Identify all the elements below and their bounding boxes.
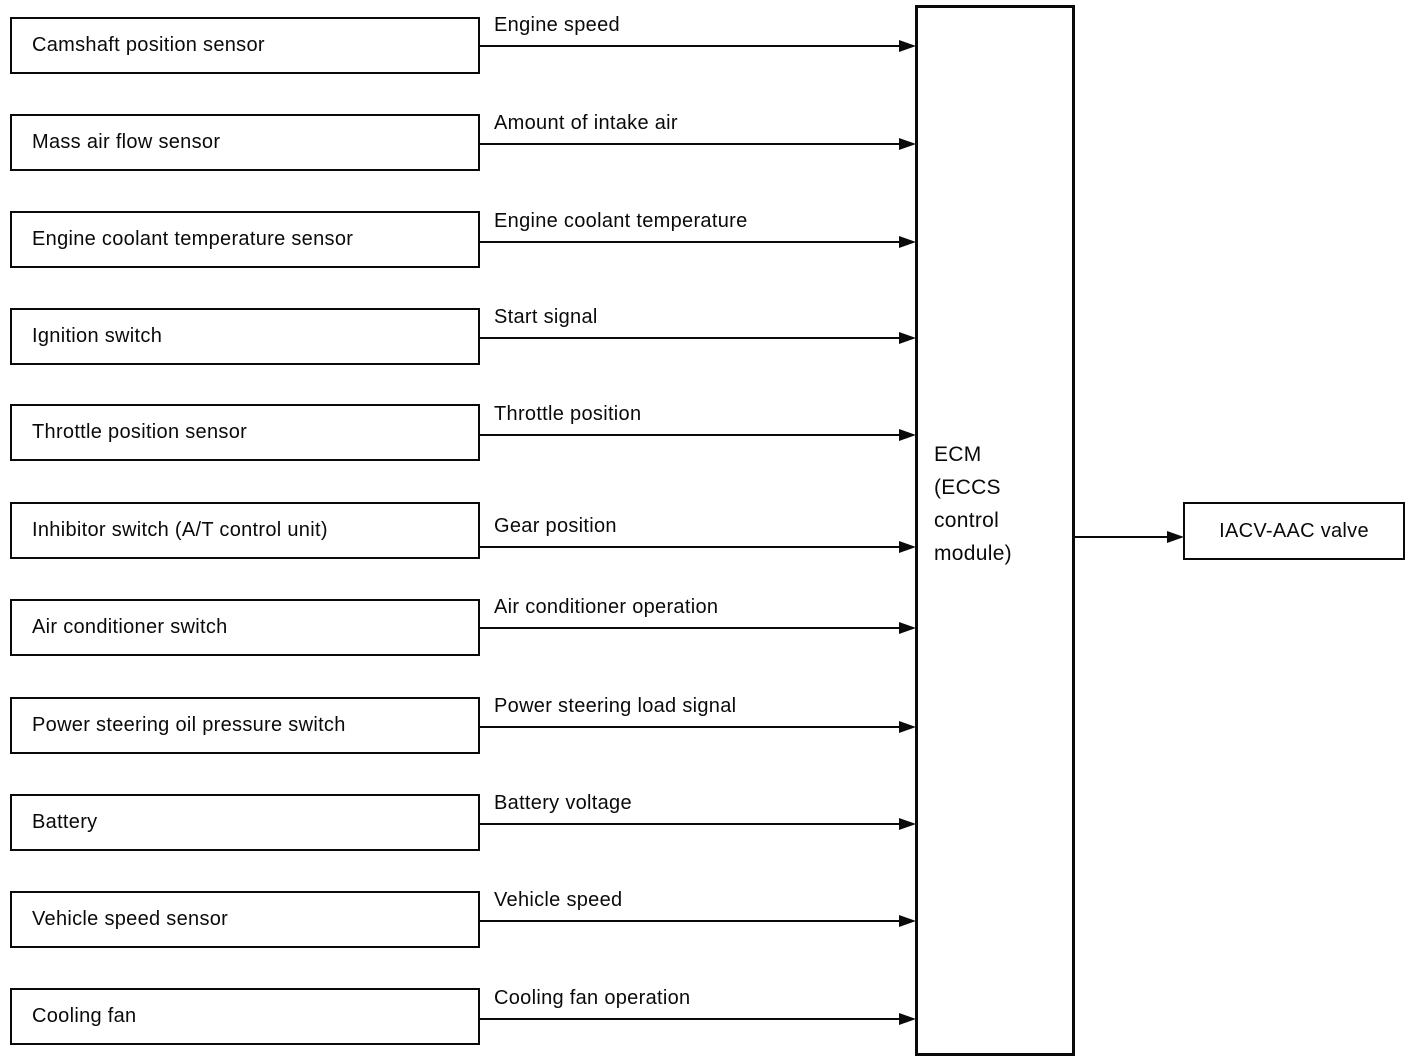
ecm-label: ECM (ECCS control module): [934, 443, 1012, 565]
signal-arrow-line: [480, 546, 900, 548]
source-box: Camshaft position sensor: [10, 17, 480, 74]
source-label: Cooling fan: [32, 1005, 137, 1027]
signal-label: Engine coolant temperature: [494, 210, 748, 232]
source-box: Power steering oil pressure switch: [10, 697, 480, 754]
signal-arrow-line: [480, 337, 900, 339]
source-label: Camshaft position sensor: [32, 34, 265, 56]
source-box: Engine coolant temperature sensor: [10, 211, 480, 268]
iacv-aac-valve-label: IACV-AAC valve: [1219, 519, 1369, 542]
signal-arrowhead-icon: [899, 818, 916, 830]
source-label: Vehicle speed sensor: [32, 908, 229, 930]
signal-arrowhead-icon: [899, 40, 916, 52]
signal-arrowhead-icon: [899, 138, 916, 150]
signal-label: Amount of intake air: [494, 112, 678, 134]
signal-arrowhead-icon: [899, 332, 916, 344]
signal-label: Engine speed: [494, 14, 620, 36]
source-box: Throttle position sensor: [10, 404, 480, 461]
signal-arrow-line: [480, 627, 900, 629]
source-box: Inhibitor switch (A/T control unit): [10, 502, 480, 559]
signal-label: Throttle position: [494, 403, 642, 425]
source-box: Ignition switch: [10, 308, 480, 365]
signal-label: Power steering load signal: [494, 695, 737, 717]
output-arrow-line: [1075, 536, 1168, 538]
signal-arrow-line: [480, 143, 900, 145]
source-box: Cooling fan: [10, 988, 480, 1045]
source-box: Battery: [10, 794, 480, 851]
signal-arrow-line: [480, 823, 900, 825]
signal-arrowhead-icon: [899, 429, 916, 441]
signal-arrowhead-icon: [899, 915, 916, 927]
signal-arrow-line: [480, 434, 900, 436]
source-label: Battery: [32, 811, 98, 833]
source-label: Air conditioner switch: [32, 616, 228, 638]
signal-arrowhead-icon: [899, 541, 916, 553]
signal-arrowhead-icon: [899, 1013, 916, 1025]
source-box: Vehicle speed sensor: [10, 891, 480, 948]
output-arrowhead-icon: [1167, 531, 1184, 543]
signal-label: Cooling fan operation: [494, 987, 691, 1009]
source-label: Power steering oil pressure switch: [32, 714, 346, 736]
source-label: Engine coolant temperature sensor: [32, 228, 354, 250]
source-label: Ignition switch: [32, 325, 163, 347]
signal-label: Gear position: [494, 515, 617, 537]
signal-arrow-line: [480, 45, 900, 47]
signal-arrowhead-icon: [899, 721, 916, 733]
signal-arrow-line: [480, 241, 900, 243]
ecm-box: ECM (ECCS control module): [915, 5, 1075, 1056]
signal-arrow-line: [480, 726, 900, 728]
signal-label: Vehicle speed: [494, 889, 623, 911]
source-label: Throttle position sensor: [32, 421, 248, 443]
signal-arrowhead-icon: [899, 236, 916, 248]
signal-arrow-line: [480, 920, 900, 922]
signal-arrowhead-icon: [899, 622, 916, 634]
signal-label: Start signal: [494, 306, 598, 328]
signal-label: Battery voltage: [494, 792, 632, 814]
signal-arrow-line: [480, 1018, 900, 1020]
iacv-aac-valve-box: IACV-AAC valve: [1183, 502, 1405, 560]
source-label: Mass air flow sensor: [32, 131, 221, 153]
source-box: Mass air flow sensor: [10, 114, 480, 171]
source-box: Air conditioner switch: [10, 599, 480, 656]
source-label: Inhibitor switch (A/T control unit): [32, 519, 328, 541]
signal-label: Air conditioner operation: [494, 596, 719, 618]
